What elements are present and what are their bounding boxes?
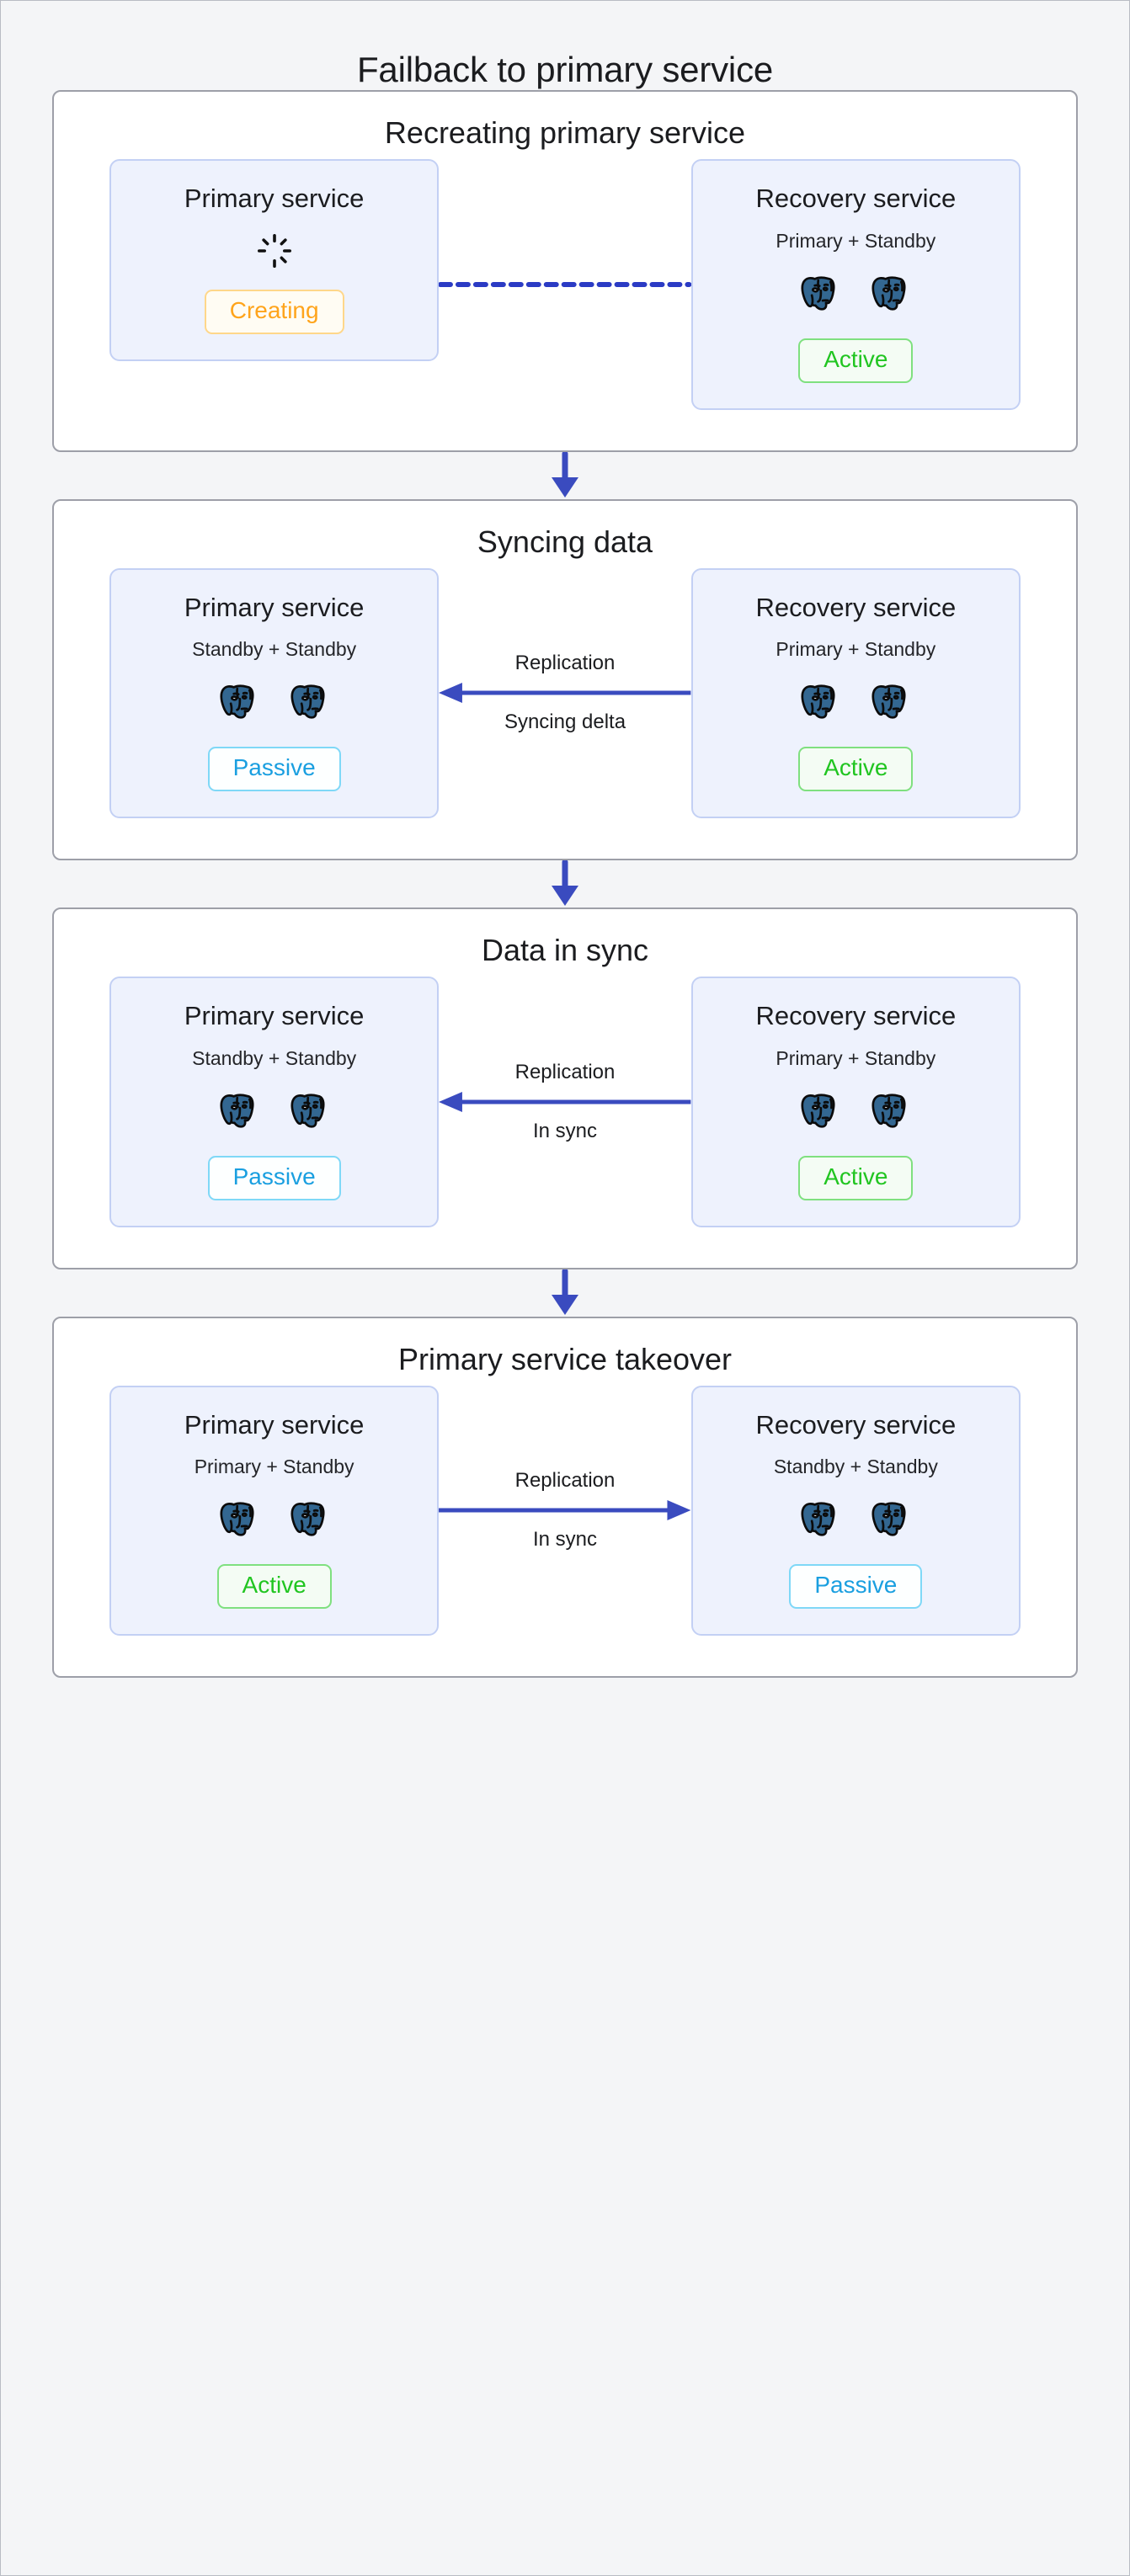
stage-body: Primary service Standby + Standby [54, 977, 1076, 1268]
postgres-elephant-icon [220, 1094, 254, 1128]
postgres-elephant-icon [801, 684, 835, 719]
connector: Replication Syncing delta [439, 568, 691, 819]
postgres-elephant-icon [290, 1502, 325, 1537]
connector-label-bottom: Syncing delta [504, 711, 626, 734]
primary-service-card[interactable]: Primary service Standby + Standby [109, 977, 440, 1227]
database-node-group [126, 679, 422, 725]
service-name: Primary service [184, 1001, 365, 1031]
postgres-elephant-icon [871, 1502, 906, 1537]
stage-panel-2: Data in sync Primary service Standby + S… [52, 907, 1078, 1269]
connector-label-top: Replication [514, 652, 616, 675]
connector-label-bottom: In sync [532, 1528, 598, 1551]
step-transition-arrow [1, 860, 1129, 907]
stage-body: Primary service Creating Recovery servic… [54, 159, 1076, 450]
database-node-group [708, 679, 1004, 725]
service-name: Primary service [184, 592, 365, 622]
status-badge: Active [798, 747, 914, 792]
stage-body: Primary service Standby + Standby [54, 567, 1076, 860]
stage-title: Data in sync [481, 933, 649, 968]
status-spinner [126, 232, 422, 269]
service-roles: Standby + Standby [192, 638, 357, 661]
postgres-elephant-icon [220, 684, 254, 719]
postgres-elephant-icon [801, 1502, 835, 1537]
postgres-elephant-icon [220, 1502, 254, 1537]
stage-list: Recreating primary service Primary servi… [1, 90, 1129, 1679]
replication-arrow-left-icon [439, 1091, 691, 1112]
service-roles: Standby + Standby [192, 1046, 357, 1069]
postgres-elephant-icon [801, 276, 835, 311]
status-badge: Active [798, 338, 914, 383]
page-title: Failback to primary service [356, 50, 774, 89]
service-name: Primary service [184, 184, 365, 213]
primary-service-card[interactable]: Primary service Creating [109, 159, 440, 361]
service-name: Recovery service [755, 1409, 957, 1440]
connector-label-top: Replication [514, 1060, 616, 1083]
status-badge: Passive [789, 1564, 923, 1610]
connector: Replication In sync [439, 977, 691, 1227]
service-roles: Primary + Standby [776, 229, 936, 252]
step-transition-arrow [1, 1269, 1129, 1317]
service-name: Recovery service [755, 592, 957, 622]
connector: Replication In sync [439, 1386, 691, 1637]
stage-body: Primary service Primary + Standby [54, 1385, 1076, 1677]
stage-title: Recreating primary service [384, 115, 746, 150]
down-arrow-icon [552, 860, 578, 907]
step-transition-arrow [1, 451, 1129, 499]
postgres-elephant-icon [801, 1094, 835, 1128]
primary-service-card[interactable]: Primary service Primary + Standby [109, 1385, 440, 1637]
database-node-group [708, 271, 1004, 317]
database-node-group [126, 1088, 422, 1134]
recovery-service-card[interactable]: Recovery service Standby + Standby [690, 1385, 1021, 1637]
database-node-group [126, 1497, 422, 1542]
service-name: Recovery service [755, 1001, 957, 1031]
status-badge: Active [798, 1155, 914, 1200]
status-badge: Active [216, 1564, 332, 1610]
service-name: Primary service [184, 1409, 365, 1440]
recovery-service-card[interactable]: Recovery service Primary + Standby [690, 977, 1021, 1227]
postgres-elephant-icon [871, 1094, 906, 1128]
service-roles: Standby + Standby [773, 1456, 938, 1478]
stage-panel-1: Syncing data Primary service Standby + S… [52, 498, 1078, 861]
replication-arrow-left-icon [439, 683, 691, 704]
service-roles: Primary + Standby [194, 1456, 354, 1478]
connector-label-bottom: In sync [532, 1119, 598, 1142]
stage-panel-3: Primary service takeover Primary service… [52, 1316, 1078, 1679]
recovery-service-card[interactable]: Recovery service Primary + Standby [690, 159, 1021, 410]
recovery-service-card[interactable]: Recovery service Primary + Standby [690, 567, 1021, 819]
connector-label-top: Replication [514, 1469, 616, 1493]
status-badge: Passive [207, 747, 341, 792]
postgres-elephant-icon [290, 684, 325, 719]
primary-service-card[interactable]: Primary service Standby + Standby [109, 567, 440, 819]
spinner-icon [257, 233, 291, 268]
replication-arrow-right-icon [439, 1500, 691, 1521]
status-badge: Passive [207, 1155, 341, 1200]
postgres-elephant-icon [871, 276, 906, 311]
down-arrow-icon [552, 451, 578, 498]
postgres-elephant-icon [290, 1094, 325, 1128]
database-node-group [708, 1497, 1004, 1542]
dashed-connector-icon [439, 281, 691, 287]
service-roles: Primary + Standby [776, 638, 936, 661]
stage-panel-0: Recreating primary service Primary servi… [52, 90, 1078, 452]
down-arrow-icon [552, 1269, 578, 1315]
service-name: Recovery service [755, 184, 957, 213]
connector [439, 159, 691, 410]
service-roles: Primary + Standby [776, 1046, 936, 1069]
status-badge: Creating [204, 289, 344, 334]
stage-title: Primary service takeover [397, 1341, 733, 1376]
postgres-elephant-icon [871, 684, 906, 719]
database-node-group [708, 1088, 1004, 1134]
stage-title: Syncing data [477, 524, 653, 559]
